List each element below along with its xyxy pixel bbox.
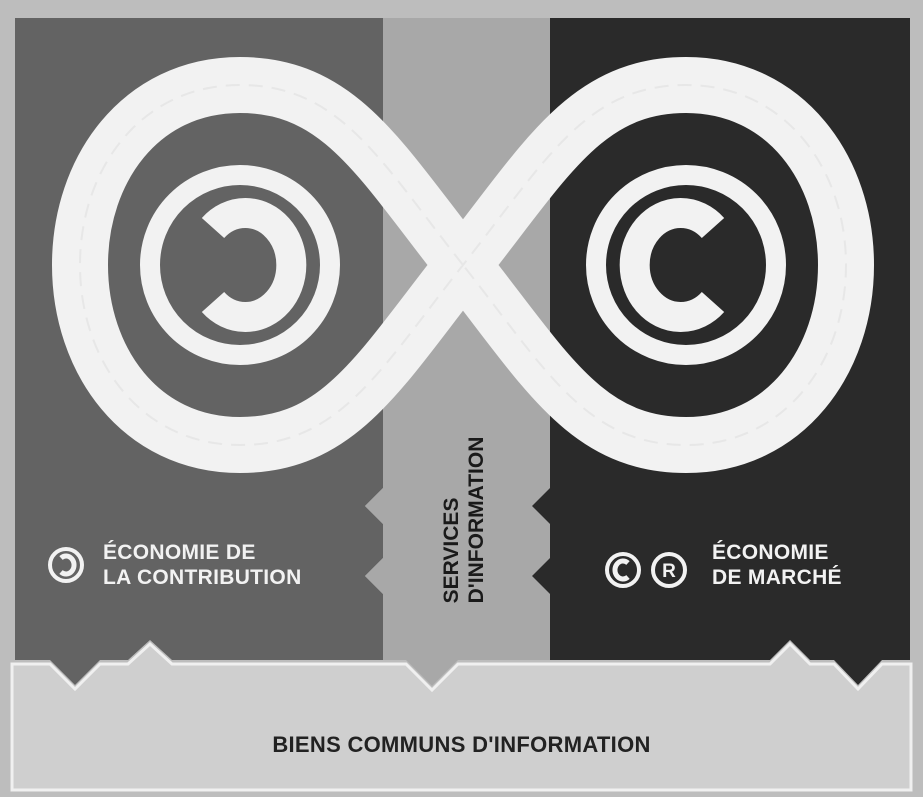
copyright-small-icon (605, 552, 641, 588)
market-economy-label: ÉCONOMIE DE MARCHÉ (712, 540, 842, 590)
market-label-line-1: ÉCONOMIE (712, 541, 829, 564)
information-commons-label: BIENS COMMUNS D'INFORMATION (272, 732, 651, 757)
infinity-loop-inner-edge (78, 83, 848, 447)
copyright-icon (586, 165, 786, 365)
copyleft-icon (140, 165, 340, 365)
contribution-economy-label: ÉCONOMIE DE LA CONTRIBUTION (103, 540, 302, 590)
services-label-line-2: D'INFORMATION (465, 436, 488, 604)
registered-icon: R (651, 552, 687, 588)
commons-foundation (10, 641, 913, 792)
svg-text:R: R (662, 561, 676, 582)
contribution-label-line-2: LA CONTRIBUTION (103, 566, 302, 589)
contribution-label-line-1: ÉCONOMIE DE (103, 541, 256, 564)
information-services-label: SERVICES D'INFORMATION (439, 437, 489, 604)
market-label-line-2: DE MARCHÉ (712, 566, 842, 589)
services-label-line-1: SERVICES (440, 497, 463, 604)
copyleft-small-icon (48, 547, 84, 583)
